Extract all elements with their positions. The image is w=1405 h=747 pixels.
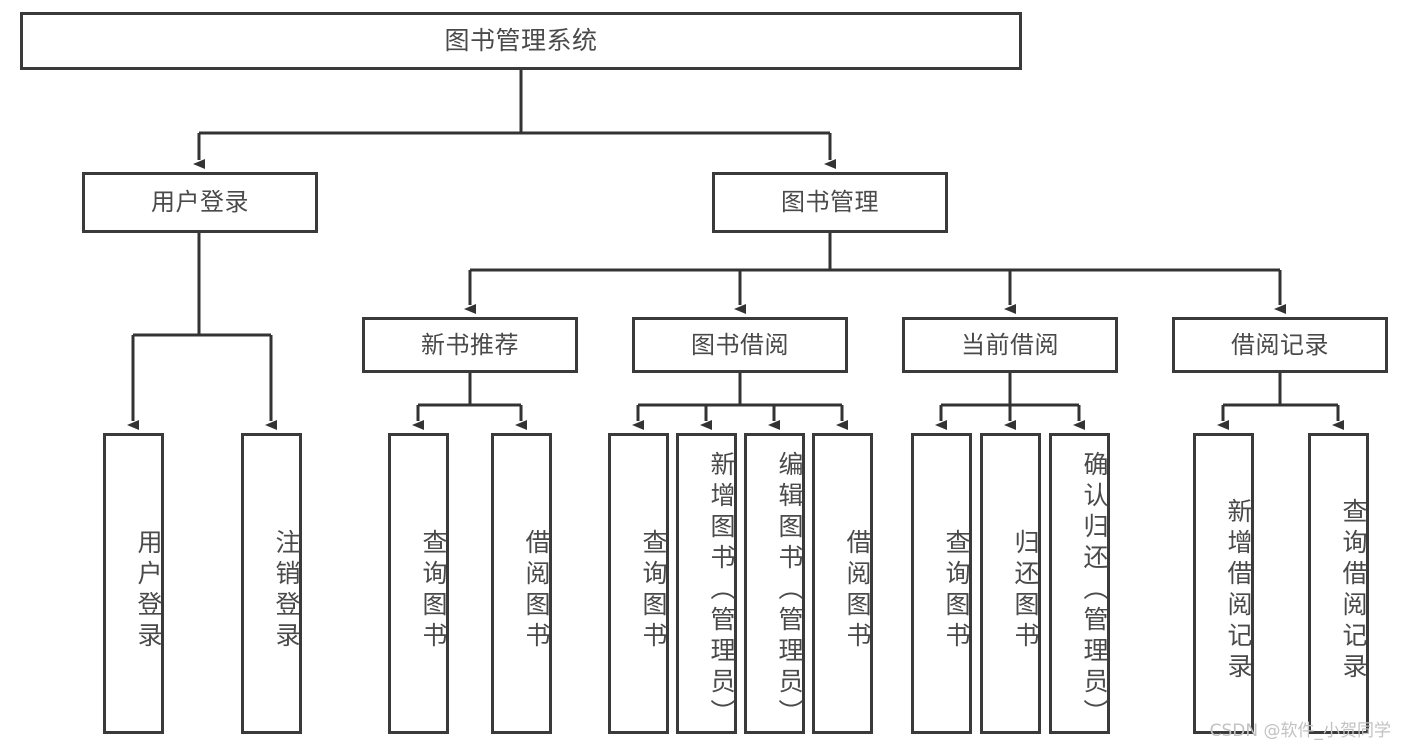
node-leaf-borrow-book-2[interactable]: 借阅图书: [812, 433, 873, 734]
node-leaf-return-book-label: 归还图书: [1011, 528, 1040, 653]
node-leaf-edit-book[interactable]: 编辑图书（管理员）: [744, 433, 805, 734]
node-book-manage[interactable]: 图书管理: [712, 172, 948, 233]
node-leaf-add-record-label: 新增借阅记录: [1224, 497, 1253, 684]
node-leaf-query-book-2-label: 查询图书: [639, 528, 668, 653]
node-leaf-user-login[interactable]: 用户登录: [103, 433, 164, 734]
node-leaf-add-book-label: 新增图书（管理员）: [707, 451, 736, 730]
node-book-borrow[interactable]: 图书借阅: [632, 317, 848, 373]
node-leaf-logout[interactable]: 注销登录: [241, 433, 302, 734]
node-leaf-edit-book-label: 编辑图书（管理员）: [775, 451, 804, 730]
node-leaf-query-book-3[interactable]: 查询图书: [911, 433, 972, 734]
node-leaf-add-record[interactable]: 新增借阅记录: [1193, 433, 1254, 734]
node-leaf-add-book[interactable]: 新增图书（管理员）: [676, 433, 737, 734]
node-leaf-return-book[interactable]: 归还图书: [980, 433, 1041, 734]
node-leaf-confirm-return-label: 确认归还（管理员）: [1080, 451, 1109, 730]
node-leaf-query-record-label: 查询借阅记录: [1339, 497, 1368, 684]
node-current-borrow[interactable]: 当前借阅: [902, 317, 1118, 373]
node-leaf-borrow-book-2-label: 借阅图书: [843, 528, 872, 653]
node-leaf-user-login-label: 用户登录: [134, 528, 163, 653]
node-leaf-borrow-book-1-label: 借阅图书: [522, 528, 551, 653]
node-leaf-query-book-3-label: 查询图书: [942, 528, 971, 653]
node-borrow-record[interactable]: 借阅记录: [1172, 317, 1388, 373]
node-leaf-query-book-1[interactable]: 查询图书: [388, 433, 449, 734]
node-root-system[interactable]: 图书管理系统: [20, 12, 1022, 70]
node-leaf-logout-label: 注销登录: [272, 528, 301, 653]
node-user-login[interactable]: 用户登录: [82, 172, 318, 233]
node-leaf-query-book-1-label: 查询图书: [419, 528, 448, 653]
node-leaf-confirm-return[interactable]: 确认归还（管理员）: [1049, 433, 1110, 734]
node-leaf-query-book-2[interactable]: 查询图书: [608, 433, 669, 734]
node-leaf-query-record[interactable]: 查询借阅记录: [1308, 433, 1369, 734]
node-leaf-borrow-book-1[interactable]: 借阅图书: [491, 433, 552, 734]
node-new-book-recommend[interactable]: 新书推荐: [362, 317, 578, 373]
